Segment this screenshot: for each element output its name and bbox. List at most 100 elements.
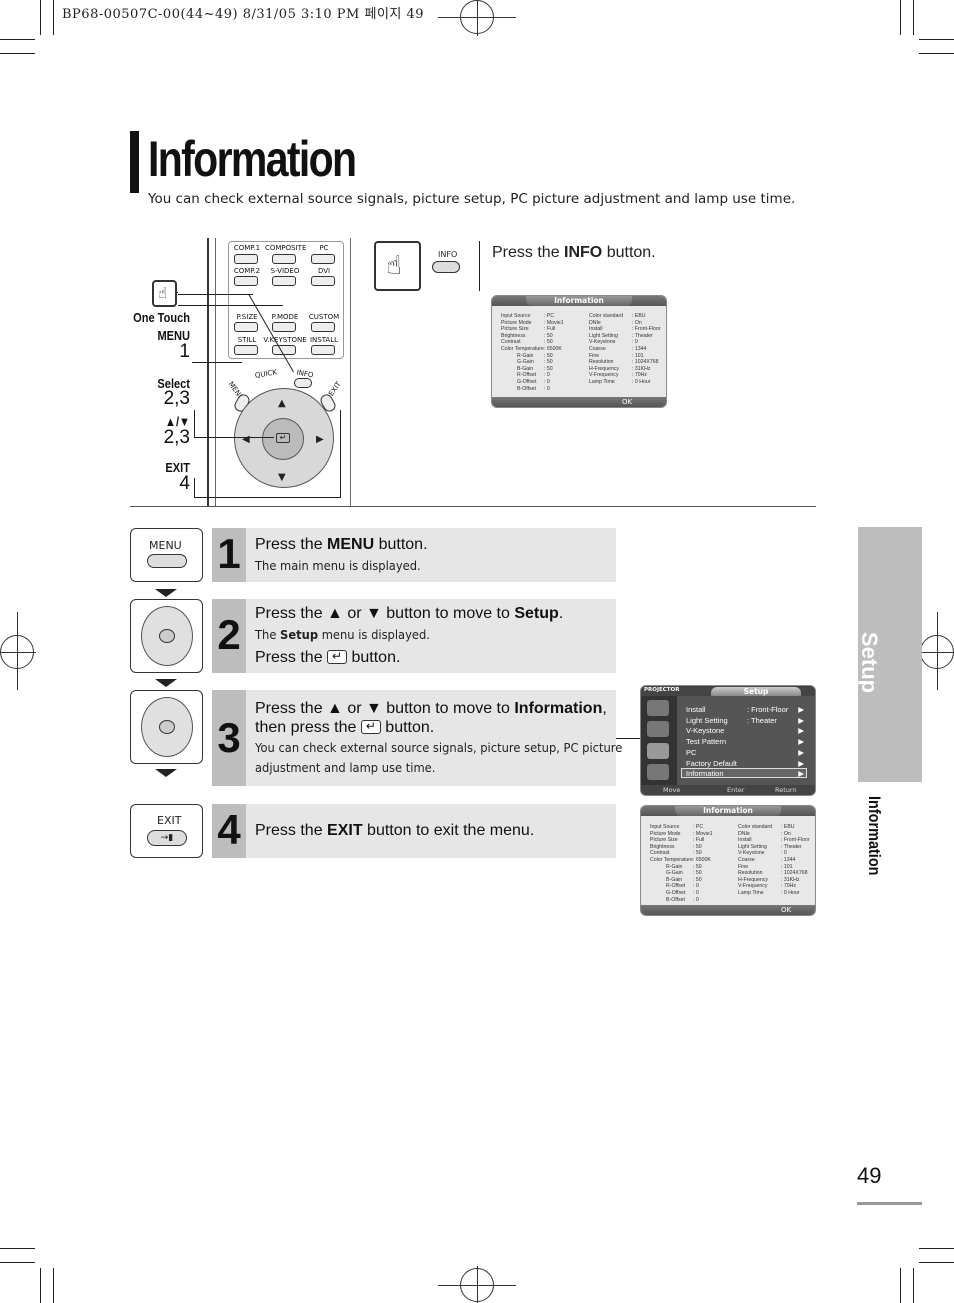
remote-btn-comp1[interactable]	[234, 254, 258, 264]
setup-item-highlight	[681, 768, 807, 778]
info-osd-left-label: R-Offset	[517, 372, 537, 379]
setup-menu-item[interactable]: Install: Front-Floor▶	[686, 705, 804, 714]
crop-mark	[900, 0, 901, 35]
print-header: BP68-00507C-00(44~49) 8/31/05 3:10 PM 페이…	[62, 7, 425, 22]
remote-btn-svideo[interactable]	[272, 276, 296, 286]
info-osd-left-value: : 50	[544, 352, 553, 359]
info-osd-left-row: B-Offset: 0	[517, 386, 550, 392]
info-osd-right-label: Coarse	[589, 346, 606, 352]
info-osd2-left-label: R-Gain	[666, 863, 683, 870]
one-touch-label: One Touch	[133, 310, 190, 325]
info-osd-left-row: Color Temperature: 6500K	[501, 346, 562, 352]
info-osd2-left-value: : 6500K	[693, 857, 711, 863]
info-osd2-right-label: Color standard	[738, 824, 773, 830]
registration-mark	[477, 1266, 478, 1303]
info-osd-right-row: V-Keystone: 0	[589, 339, 638, 345]
dpad-up-icon[interactable]: ▲	[278, 398, 286, 409]
remote-key-info[interactable]	[294, 378, 312, 388]
setup-menu-item[interactable]: Information▶	[686, 769, 804, 779]
info-osd2-left-label: G-Gain	[666, 870, 683, 877]
info-osd-right-row: H-Frequency: 31KHz	[589, 366, 650, 372]
enter-icon: ↵	[276, 433, 290, 443]
submenu-arrow-icon: ▶	[798, 747, 804, 757]
setup-menu-item[interactable]: V-Keystone▶	[686, 726, 804, 736]
remote-btn-composite[interactable]	[272, 254, 296, 264]
remote-body	[215, 238, 351, 506]
remote-btn-vkeystone-label: V.KEYSTONE	[263, 336, 307, 344]
crop-mark	[0, 1262, 35, 1263]
menu-step-num: 1	[179, 341, 190, 362]
info-osd2-left-row: R-Offset: 0	[666, 883, 699, 889]
info-osd-title: Information	[526, 296, 632, 306]
info-osd2-left-row: Picture Mode: Movie1	[650, 831, 713, 837]
info-osd-right-label: Color standard	[589, 313, 624, 319]
info-osd-right-label: V-Frequency	[589, 372, 619, 379]
step1-menu-icon: MENU	[130, 528, 203, 582]
info-osd-left-value: : PC	[544, 313, 555, 319]
info-osd-right-row: Fine: 101	[589, 353, 644, 359]
info-osd-right-row: Lamp Time: 0 Hour	[589, 379, 650, 385]
info-osd-right-row: DNIe: On	[589, 320, 642, 326]
dpad-down-icon[interactable]: ▼	[278, 472, 286, 483]
remote-btn-pmode[interactable]	[272, 322, 296, 332]
submenu-arrow-icon: ▶	[798, 715, 804, 725]
setup-menu-item[interactable]: Test Pattern▶	[686, 737, 804, 747]
info-osd-right-value: : 1344	[632, 346, 647, 352]
info-osd-left-row: B-Gain: 50	[517, 366, 553, 372]
step4-number-box: 4	[212, 804, 246, 858]
info-osd2-right-row: V-Keystone: 0	[738, 850, 787, 856]
page-number: 49	[857, 1163, 882, 1188]
info-osd2-right-row: Light Setting: Theater	[738, 844, 802, 850]
info-osd-left-label: G-Offset	[517, 379, 537, 385]
info-osd-left-value: : 50	[544, 359, 553, 366]
info-osd2-right-value: : 0	[781, 850, 787, 857]
info-hand-icon: ☝	[374, 241, 421, 291]
submenu-arrow-icon: ▶	[798, 769, 804, 779]
remote-btn-still[interactable]	[234, 345, 258, 355]
info-osd2-left-row: R-Gain : 50	[666, 864, 702, 870]
info-osd2-left-value: : 50	[693, 870, 702, 877]
info-osd-left-row: Picture Mode: Movie1	[501, 320, 564, 326]
dpad-enter-button[interactable]	[262, 418, 304, 460]
remote-btn-dvi[interactable]	[311, 276, 335, 286]
setup-menu-item[interactable]: Light Setting: Theater▶	[686, 715, 804, 725]
remote-btn-install[interactable]	[311, 345, 335, 355]
dpad-right-icon[interactable]: ▶	[316, 434, 324, 445]
info-osd2-left-value: : PC	[693, 824, 704, 830]
info-osd2-left-label: B-Gain	[666, 876, 683, 883]
info-osd2-right-label: Resolution	[738, 870, 763, 877]
crop-mark	[913, 0, 914, 35]
info-osd2-right-label: DNIe	[738, 830, 750, 837]
info-osd-left-value: : Full	[544, 326, 556, 333]
info-osd2-left-value: : 50	[693, 863, 702, 870]
remote-btn-pc-label: PC	[319, 244, 329, 252]
info-osd-right-value: : 70Hz	[632, 372, 647, 379]
remote-btn-custom[interactable]	[311, 322, 335, 332]
info-osd-right-value: : 0	[632, 339, 638, 346]
info-osd2-right-value: : 1024X768	[781, 870, 808, 877]
info-osd-right-value: : Theater	[632, 332, 653, 339]
remote-btn-pc[interactable]	[311, 254, 335, 264]
step1-number-box: 1	[212, 528, 246, 582]
setup-menu-item[interactable]: Factory Default▶	[686, 758, 804, 768]
setup-menu-item[interactable]: PC▶	[686, 747, 804, 757]
exit-label: EXIT	[165, 460, 190, 475]
submenu-arrow-icon: ▶	[798, 705, 804, 714]
registration-mark	[477, 0, 478, 36]
info-osd2-left-value: : 50	[693, 850, 702, 857]
remote-btn-psize[interactable]	[234, 322, 258, 332]
remote-btn-psize-label: P.SIZE	[236, 313, 258, 321]
remote-btn-comp2[interactable]	[234, 276, 258, 286]
info-osd2-right-row: Color standard : EBU	[738, 824, 795, 830]
step2-box: Press the ▲ or ▼ button to move to Setup…	[246, 599, 616, 673]
info-osd2-right-value: : EBU	[781, 824, 795, 830]
info-osd2-left-value: : Movie1	[693, 830, 713, 837]
enter-key-icon	[360, 719, 381, 734]
info-osd-left-label: Contrast	[501, 339, 521, 346]
info-osd2-right-row: Resolution : 1024X768	[738, 870, 808, 876]
info-osd-right-value: : 101	[632, 352, 644, 359]
setup-osd-brand: PROJECTOR	[644, 687, 680, 693]
step3-box: Press the ▲ or ▼ button to move to Infor…	[246, 690, 622, 786]
dpad-left-icon[interactable]: ◀	[242, 434, 250, 445]
picture-icon	[647, 721, 669, 737]
